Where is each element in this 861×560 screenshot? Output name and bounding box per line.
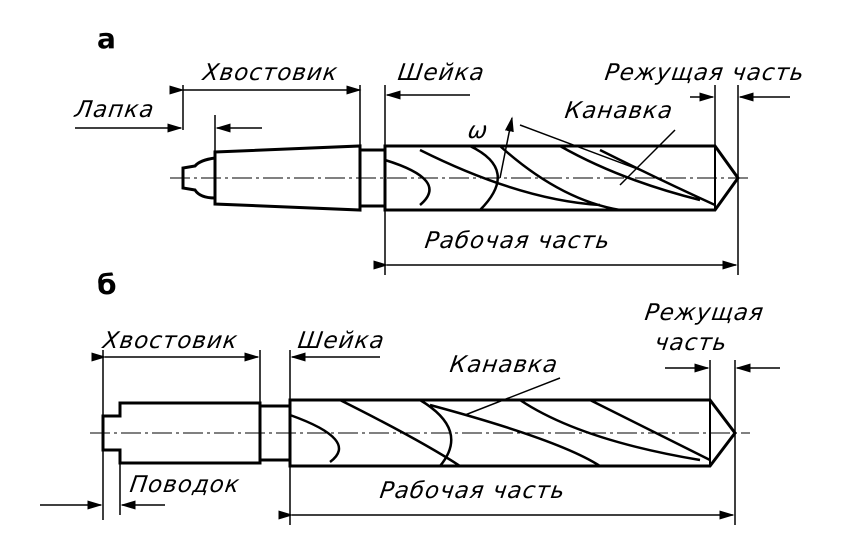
drill-b	[40, 350, 780, 525]
label-b-flute: Канавка	[448, 352, 560, 378]
label-a-cutting-part: Режущая часть	[603, 60, 807, 86]
label-b-cutting-line1: Режущая	[643, 300, 766, 326]
label-a-angle: ω	[466, 118, 491, 144]
label-a-working-part: Рабочая часть	[423, 228, 613, 254]
label-a-neck: Шейка	[396, 60, 487, 86]
label-a-tang: Лапка	[73, 97, 157, 123]
label-b-driver: Поводок	[128, 472, 242, 498]
label-a-flute: Канавка	[563, 98, 675, 124]
label-b-shank: Хвостовик	[101, 328, 240, 354]
figure-b-letter: б	[97, 268, 118, 301]
label-a-shank: Хвостовик	[201, 60, 340, 86]
label-b-working-part: Рабочая часть	[378, 478, 568, 504]
label-b-neck: Шейка	[296, 328, 387, 354]
label-b-cutting-line2: часть	[653, 330, 730, 356]
figure-a-letter: а	[97, 22, 117, 55]
drill-a	[75, 85, 790, 275]
